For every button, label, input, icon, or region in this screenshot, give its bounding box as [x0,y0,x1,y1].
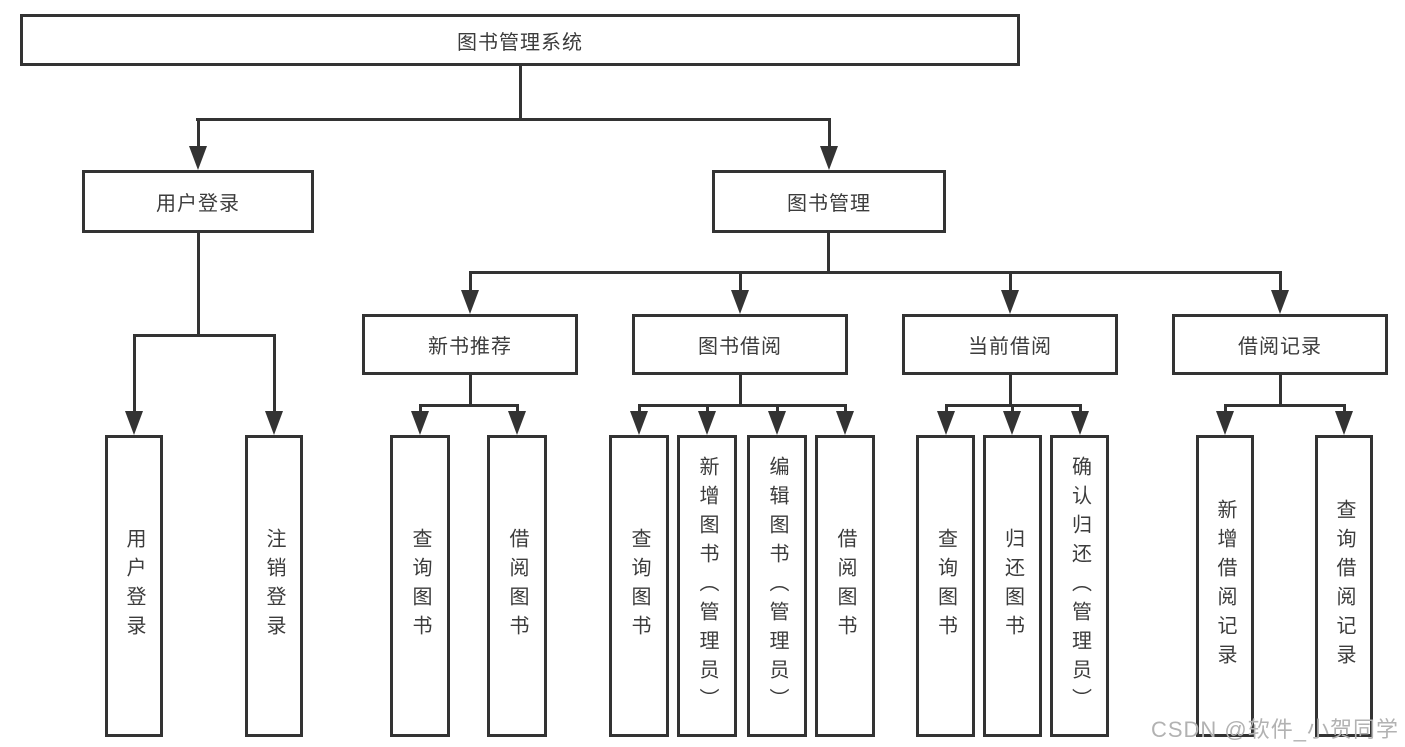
connector-drop-leaf [776,404,779,416]
node-book-management-label: 图书管理 [787,193,871,215]
arrow-down-icon [820,146,838,170]
leaf-borrow-books-recommend-label: 借阅图书 [506,528,528,644]
connector-drop-leaf [1011,404,1014,416]
connector-book-management-stem [827,233,830,273]
arrow-down-icon [125,411,143,435]
leaf-borrow-books-2: 借阅图书 [815,435,875,737]
leaf-query-books-borrow-label: 查询图书 [628,528,650,644]
node-library-system-label: 图书管理系统 [457,31,583,54]
node-current-borrow-label: 当前借阅 [968,336,1052,358]
leaf-add-book-admin-label: 新增图书（管理员） [696,455,718,717]
connector-drop-borrow-records [1279,271,1282,294]
leaf-query-books-current-label: 查询图书 [934,528,957,644]
leaf-query-borrow-record: 查询借阅记录 [1315,435,1373,737]
leaf-query-books-borrow: 查询图书 [609,435,669,737]
watermark: CSDN @软件_小贺同学 [1150,717,1399,742]
arrow-down-icon [461,290,479,314]
arrow-down-icon [1003,411,1021,435]
node-borrow-records-label: 借阅记录 [1238,336,1322,358]
connector-borrow-records-hbar [1224,404,1346,407]
connector-drop-leaf-user-login [133,334,136,414]
leaf-user-login-label: 用户登录 [123,528,145,644]
arrow-down-icon [189,146,207,170]
leaf-query-books-current: 查询图书 [916,435,975,737]
node-user-login-label: 用户登录 [156,193,240,215]
leaf-query-books-recommend: 查询图书 [390,435,450,737]
leaf-query-borrow-record-label: 查询借阅记录 [1333,499,1355,673]
leaf-add-borrow-record-label: 新增借阅记录 [1214,499,1236,673]
arrow-down-icon [1271,290,1289,314]
arrow-down-icon [836,411,854,435]
leaf-add-book-admin: 新增图书（管理员） [677,435,737,737]
node-book-borrow: 图书借阅 [632,314,848,375]
leaf-return-book: 归还图书 [983,435,1042,737]
connector-drop-leaf [844,404,847,416]
arrow-down-icon [508,411,526,435]
connector-drop-leaf [1079,404,1082,416]
connector-drop-leaf [638,404,641,416]
leaf-borrow-books-2-label: 借阅图书 [834,528,856,644]
arrow-down-icon [937,411,955,435]
leaf-edit-book-admin-label: 编辑图书（管理员） [766,455,788,717]
arrow-down-icon [630,411,648,435]
arrow-down-icon [1335,411,1353,435]
connector-book-borrow-hbar [638,404,847,407]
leaf-confirm-return-admin-label: 确认归还（管理员） [1068,455,1091,717]
connector-drop-new-book-recommend [469,271,472,294]
node-new-book-recommend-label: 新书推荐 [428,336,512,358]
connector-user-login-stem [197,233,200,335]
arrow-down-icon [768,411,786,435]
leaf-logout-label: 注销登录 [263,528,285,644]
node-new-book-recommend: 新书推荐 [362,314,578,375]
connector-drop-leaf-logout [273,334,276,414]
node-book-management: 图书管理 [712,170,946,233]
arrow-down-icon [1071,411,1089,435]
leaf-logout: 注销登录 [245,435,303,737]
connector-root-stem [519,66,522,120]
node-borrow-records: 借阅记录 [1172,314,1388,375]
connector-book-borrow-stem [739,375,742,406]
arrow-down-icon [731,290,749,314]
connector-drop-leaf [1343,404,1346,416]
connector-new-book-recommend-stem [469,375,472,406]
node-library-system: 图书管理系统 [20,14,1020,66]
leaf-confirm-return-admin: 确认归还（管理员） [1050,435,1109,737]
leaf-return-book-label: 归还图书 [1001,528,1024,644]
node-current-borrow: 当前借阅 [902,314,1118,375]
connector-new-book-recommend-hbar [419,404,519,407]
connector-drop-book-borrow [739,271,742,294]
connector-drop-leaf [1224,404,1227,416]
connector-drop-leaf [706,404,709,416]
connector-l2-hbar [196,118,831,121]
arrow-down-icon [698,411,716,435]
node-book-borrow-label: 图书借阅 [698,336,782,358]
leaf-edit-book-admin: 编辑图书（管理员） [747,435,807,737]
arrow-down-icon [411,411,429,435]
arrow-down-icon [1216,411,1234,435]
connector-drop-current-borrow [1009,271,1012,294]
leaf-add-borrow-record: 新增借阅记录 [1196,435,1254,737]
connector-drop-leaf [516,404,519,416]
connector-drop-leaf [945,404,948,416]
connector-user-login-hbar [133,334,276,337]
leaf-borrow-books-recommend: 借阅图书 [487,435,547,737]
arrow-down-icon [265,411,283,435]
leaf-query-books-recommend-label: 查询图书 [409,528,431,644]
connector-drop-user-login [197,118,200,152]
node-user-login: 用户登录 [82,170,314,233]
connector-current-borrow-stem [1009,375,1012,406]
connector-drop-leaf [419,404,422,416]
connector-l3-hbar [469,271,1282,274]
arrow-down-icon [1001,290,1019,314]
connector-borrow-records-stem [1279,375,1282,406]
leaf-user-login: 用户登录 [105,435,163,737]
connector-drop-book-management [828,118,831,152]
